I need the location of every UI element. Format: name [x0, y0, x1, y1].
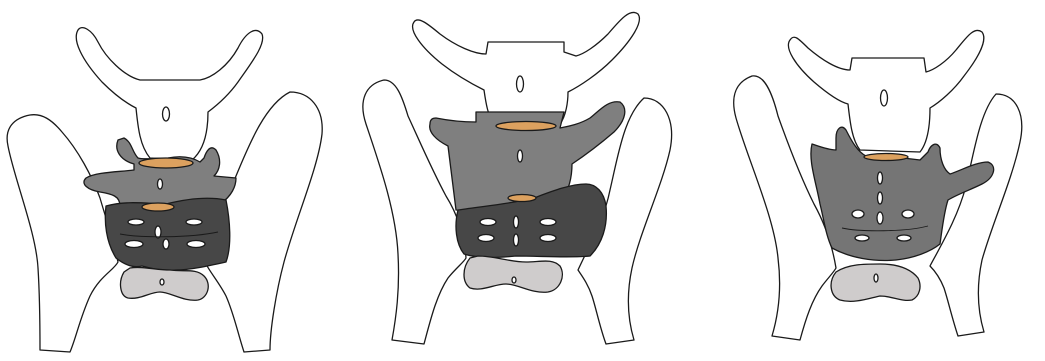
foramen-mid — [158, 179, 163, 189]
sacral-foramen — [514, 234, 519, 246]
sacral-foramen — [186, 219, 202, 225]
sacral-foramen — [128, 219, 144, 225]
left-ilium — [363, 80, 466, 344]
sacral-foramen — [125, 241, 143, 248]
panel-right — [734, 30, 1022, 340]
coccyx-foramen — [160, 279, 164, 285]
left-ilium — [7, 115, 118, 352]
foramen-top — [163, 107, 170, 121]
sacral-foramen — [878, 192, 883, 204]
disc-upper — [864, 154, 908, 161]
sacral-foramen — [877, 212, 883, 224]
foramen-top — [517, 76, 524, 92]
panel-middle — [363, 12, 672, 344]
sacral-foramen — [478, 235, 494, 242]
sacral-foramen — [852, 210, 864, 218]
lumbar-vertebra-top — [76, 28, 262, 160]
sacral-foramen — [480, 219, 496, 226]
coccyx-foramen — [512, 277, 516, 283]
sacral-foramen — [855, 235, 869, 241]
sacral-foramen — [540, 219, 556, 226]
sacral-foramen — [897, 235, 911, 241]
sacral-foramen — [902, 210, 914, 218]
sacral-foramen — [878, 172, 883, 184]
sacral-foramen — [163, 239, 169, 249]
sacral-foramen — [155, 226, 161, 238]
disc-upper — [496, 122, 556, 131]
sacral-foramen — [540, 235, 556, 242]
foramen-top — [881, 90, 888, 106]
disc-upper — [139, 158, 193, 168]
coccyx-foramen — [874, 274, 878, 282]
coccyx — [831, 264, 920, 301]
foramen-mid — [518, 150, 523, 162]
coccyx — [464, 256, 562, 292]
panel-left — [7, 28, 322, 352]
sacral-foramen — [187, 241, 205, 248]
sacral-foramen — [514, 216, 519, 228]
disc-lower — [508, 195, 536, 202]
disc-lower — [142, 203, 174, 211]
